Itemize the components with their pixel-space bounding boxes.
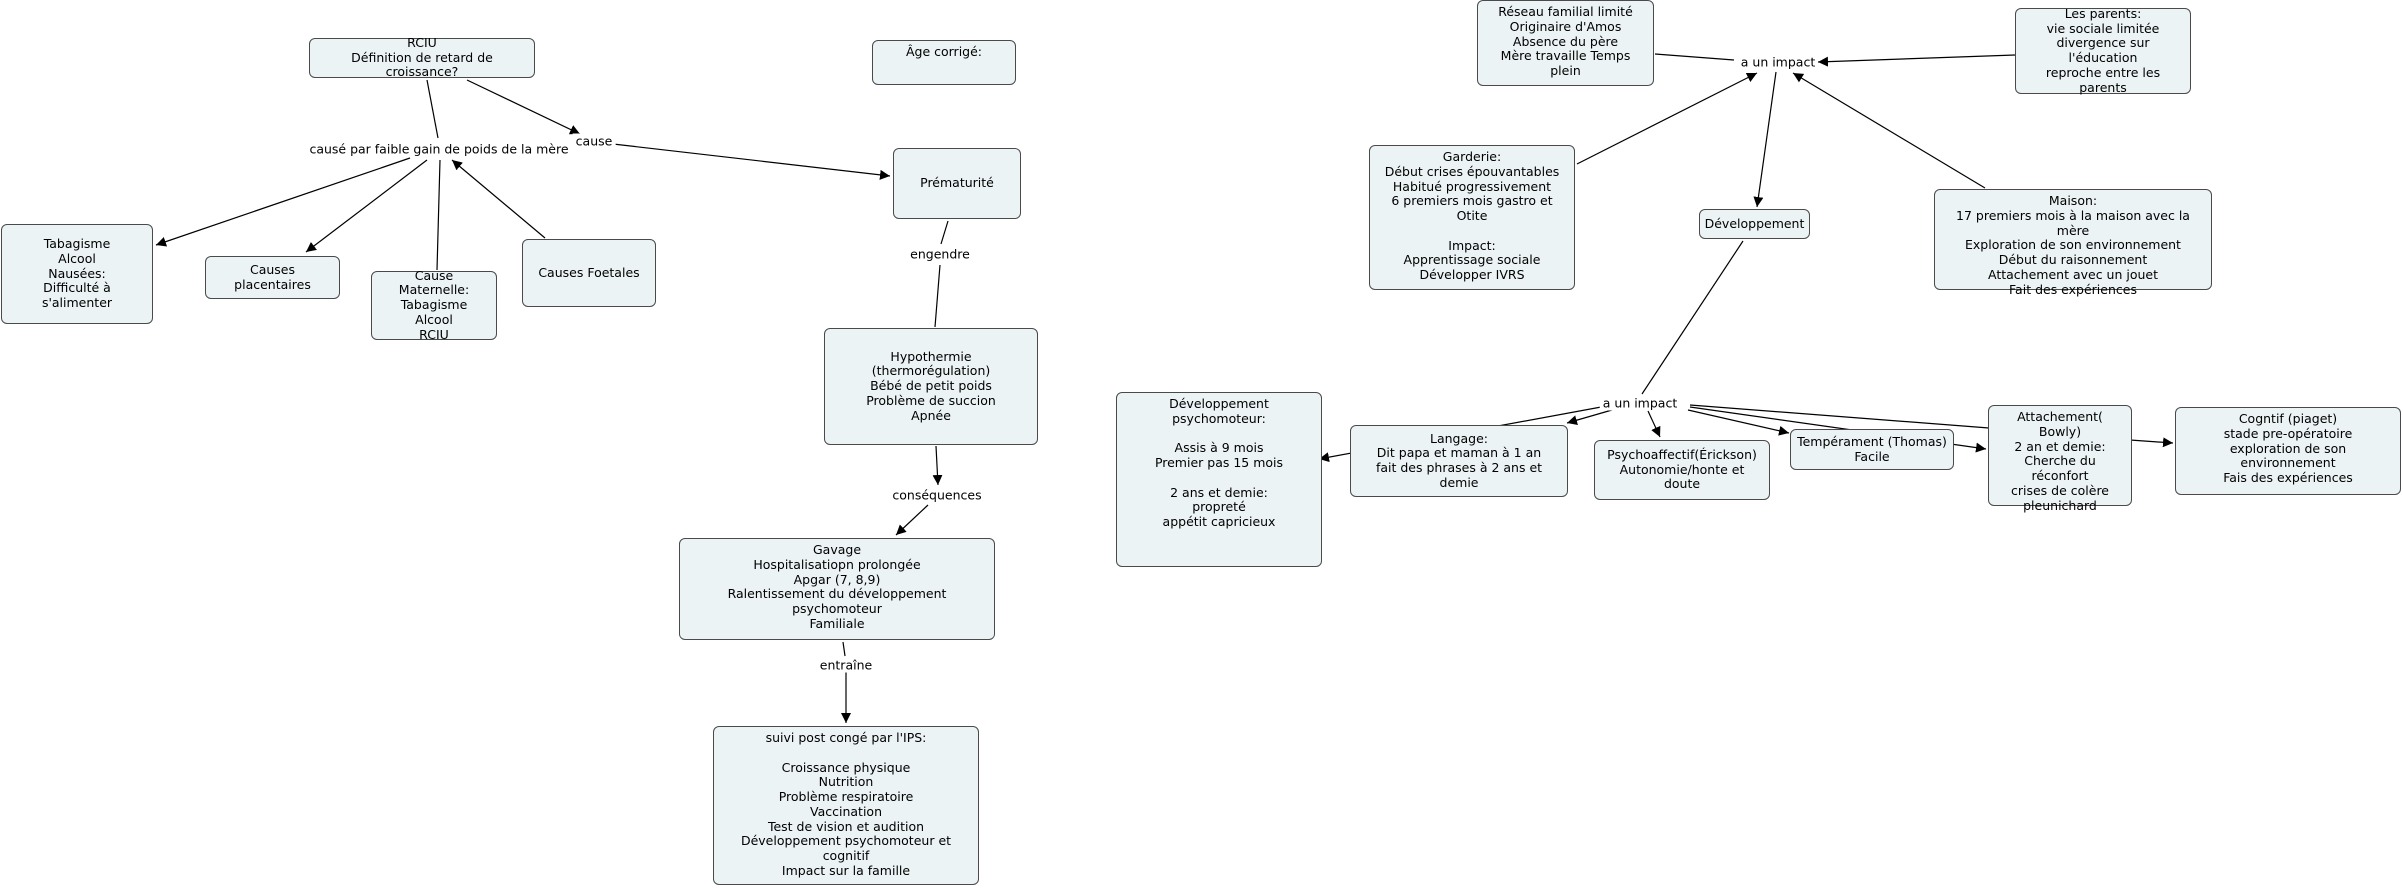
label-engendre: engendre <box>907 246 973 262</box>
edge-developpement-impact <box>1641 240 1744 395</box>
node-cognitif[interactable]: Cogntif (piaget) stade pre-opératoire ex… <box>2175 407 2401 495</box>
node-developpement[interactable]: Développement <box>1699 209 1810 239</box>
edge-impact-psychoaffectif <box>1647 410 1661 438</box>
node-rciu[interactable]: RCIU Définition de retard de croissance? <box>309 35 535 79</box>
node-temperament[interactable]: Tempérament (Thomas) Facile <box>1790 429 1954 470</box>
label-consequences: conséquences <box>889 487 985 503</box>
edge-rciu-causepar <box>426 79 439 139</box>
node-tabagisme[interactable]: Tabagisme Alcool Nausées: Difficulté à s… <box>1 224 153 324</box>
edge-hypothermie-consequences <box>932 445 943 486</box>
node-cause-maternelle[interactable]: Cause Maternelle: Tabagisme Alcool RCIU <box>371 268 497 342</box>
node-parents[interactable]: Les parents: vie sociale limitée diverge… <box>2015 6 2191 94</box>
edge-consequences-gavage <box>895 504 929 536</box>
edge-parents-impact <box>1817 54 2016 67</box>
edge-gavage-entraine <box>842 641 846 657</box>
node-prematurite[interactable]: Prématurité <box>893 148 1021 219</box>
node-age-corrige[interactable]: Âge corrigé: <box>872 40 1016 85</box>
edge-prematurite-engendre <box>940 220 949 245</box>
edge-causepar-maternelle <box>436 159 441 271</box>
label-entraine: entraîne <box>816 657 876 673</box>
node-garderie[interactable]: Garderie: Début crises épouvantables Hab… <box>1369 145 1575 290</box>
edge-foetales-causepar <box>451 159 546 239</box>
edge-reseau-impact <box>1654 53 1735 61</box>
node-maison[interactable]: Maison: 17 premiers mois à la maison ave… <box>1934 189 2212 296</box>
node-psychoaffectif[interactable]: Psychoaffectif(Érickson) Autonomie/honte… <box>1594 440 1770 500</box>
edge-attachement-cognitif <box>2129 437 2174 448</box>
edge-impact-attachement-top <box>1689 404 1990 429</box>
edge-garderie-impact <box>1576 72 1758 165</box>
label-impact-mid: a un impact <box>1599 395 1681 411</box>
label-cause: cause <box>572 133 616 149</box>
edge-causepar-tabagisme <box>155 157 411 247</box>
node-reseau[interactable]: Réseau familial limité Originaire d'Amos… <box>1477 0 1654 86</box>
edge-impact-langage <box>1566 409 1613 426</box>
edge-engendre-hypothermie <box>934 264 941 328</box>
edge-maison-impact <box>1792 72 1986 189</box>
node-attachement[interactable]: Attachement( Bowly) 2 an et demie: Cherc… <box>1988 405 2132 512</box>
node-langage[interactable]: Langage: Dit papa et maman à 1 an fait d… <box>1350 425 1568 497</box>
node-dev-psychomoteur[interactable]: Développement psychomoteur: Assis à 9 mo… <box>1116 392 1322 567</box>
edge-impact-developpement <box>1753 71 1777 208</box>
edge-cause-prematurite <box>612 143 891 180</box>
node-hypothermie[interactable]: Hypothermie (thermorégulation) Bébé de p… <box>824 328 1038 445</box>
label-impact-top: a un impact <box>1737 54 1819 70</box>
edge-impact-temperament <box>1687 409 1790 436</box>
edge-causepar-placentaires <box>305 159 428 253</box>
node-causes-placentaires[interactable]: Causes placentaires <box>205 256 340 299</box>
label-cause-par: causé par faible gain de poids de la mèr… <box>306 141 572 157</box>
edge-rciu-cause <box>466 79 581 135</box>
node-gavage[interactable]: Gavage Hospitalisatiopn prolongée Apgar … <box>679 538 995 640</box>
node-suivi[interactable]: suivi post congé par l'IPS: Croissance p… <box>713 726 979 885</box>
node-causes-foetales[interactable]: Causes Foetales <box>522 239 656 307</box>
